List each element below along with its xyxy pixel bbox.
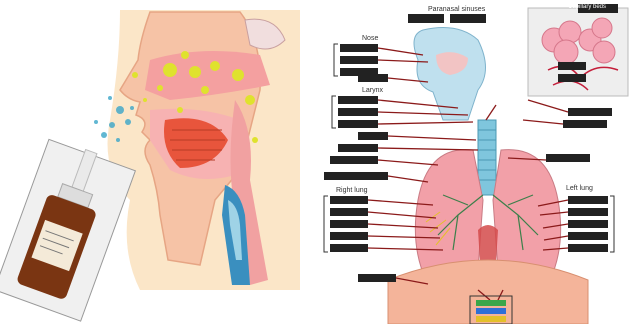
larynx-label: Larynx <box>362 87 384 94</box>
nasal-spray-illustration <box>0 0 318 324</box>
respiratory-system-diagram: Paranasal sinuses Nose Larynx Trachea Ri… <box>318 0 634 324</box>
legend-green <box>476 300 506 306</box>
heart-region <box>478 225 498 262</box>
legend-yellow <box>476 316 506 322</box>
right-lung-label: Right lung <box>336 187 368 194</box>
head-throat-cross-section <box>0 0 318 324</box>
nose-label: Nose <box>362 35 378 42</box>
paranasal-sinuses-label: Paranasal sinuses <box>428 6 486 13</box>
diaphragm <box>388 260 588 324</box>
left-lung-label: Left lung <box>566 185 593 192</box>
label-box <box>408 14 444 23</box>
legend-blue <box>476 308 506 314</box>
capillary-beds-label: Capillary beds <box>568 4 606 10</box>
spray-bottle <box>0 137 136 322</box>
trachea <box>478 120 496 195</box>
label-box <box>450 14 486 23</box>
respiratory-diagram-svg: Paranasal sinuses Nose Larynx Trachea Ri… <box>318 0 634 324</box>
